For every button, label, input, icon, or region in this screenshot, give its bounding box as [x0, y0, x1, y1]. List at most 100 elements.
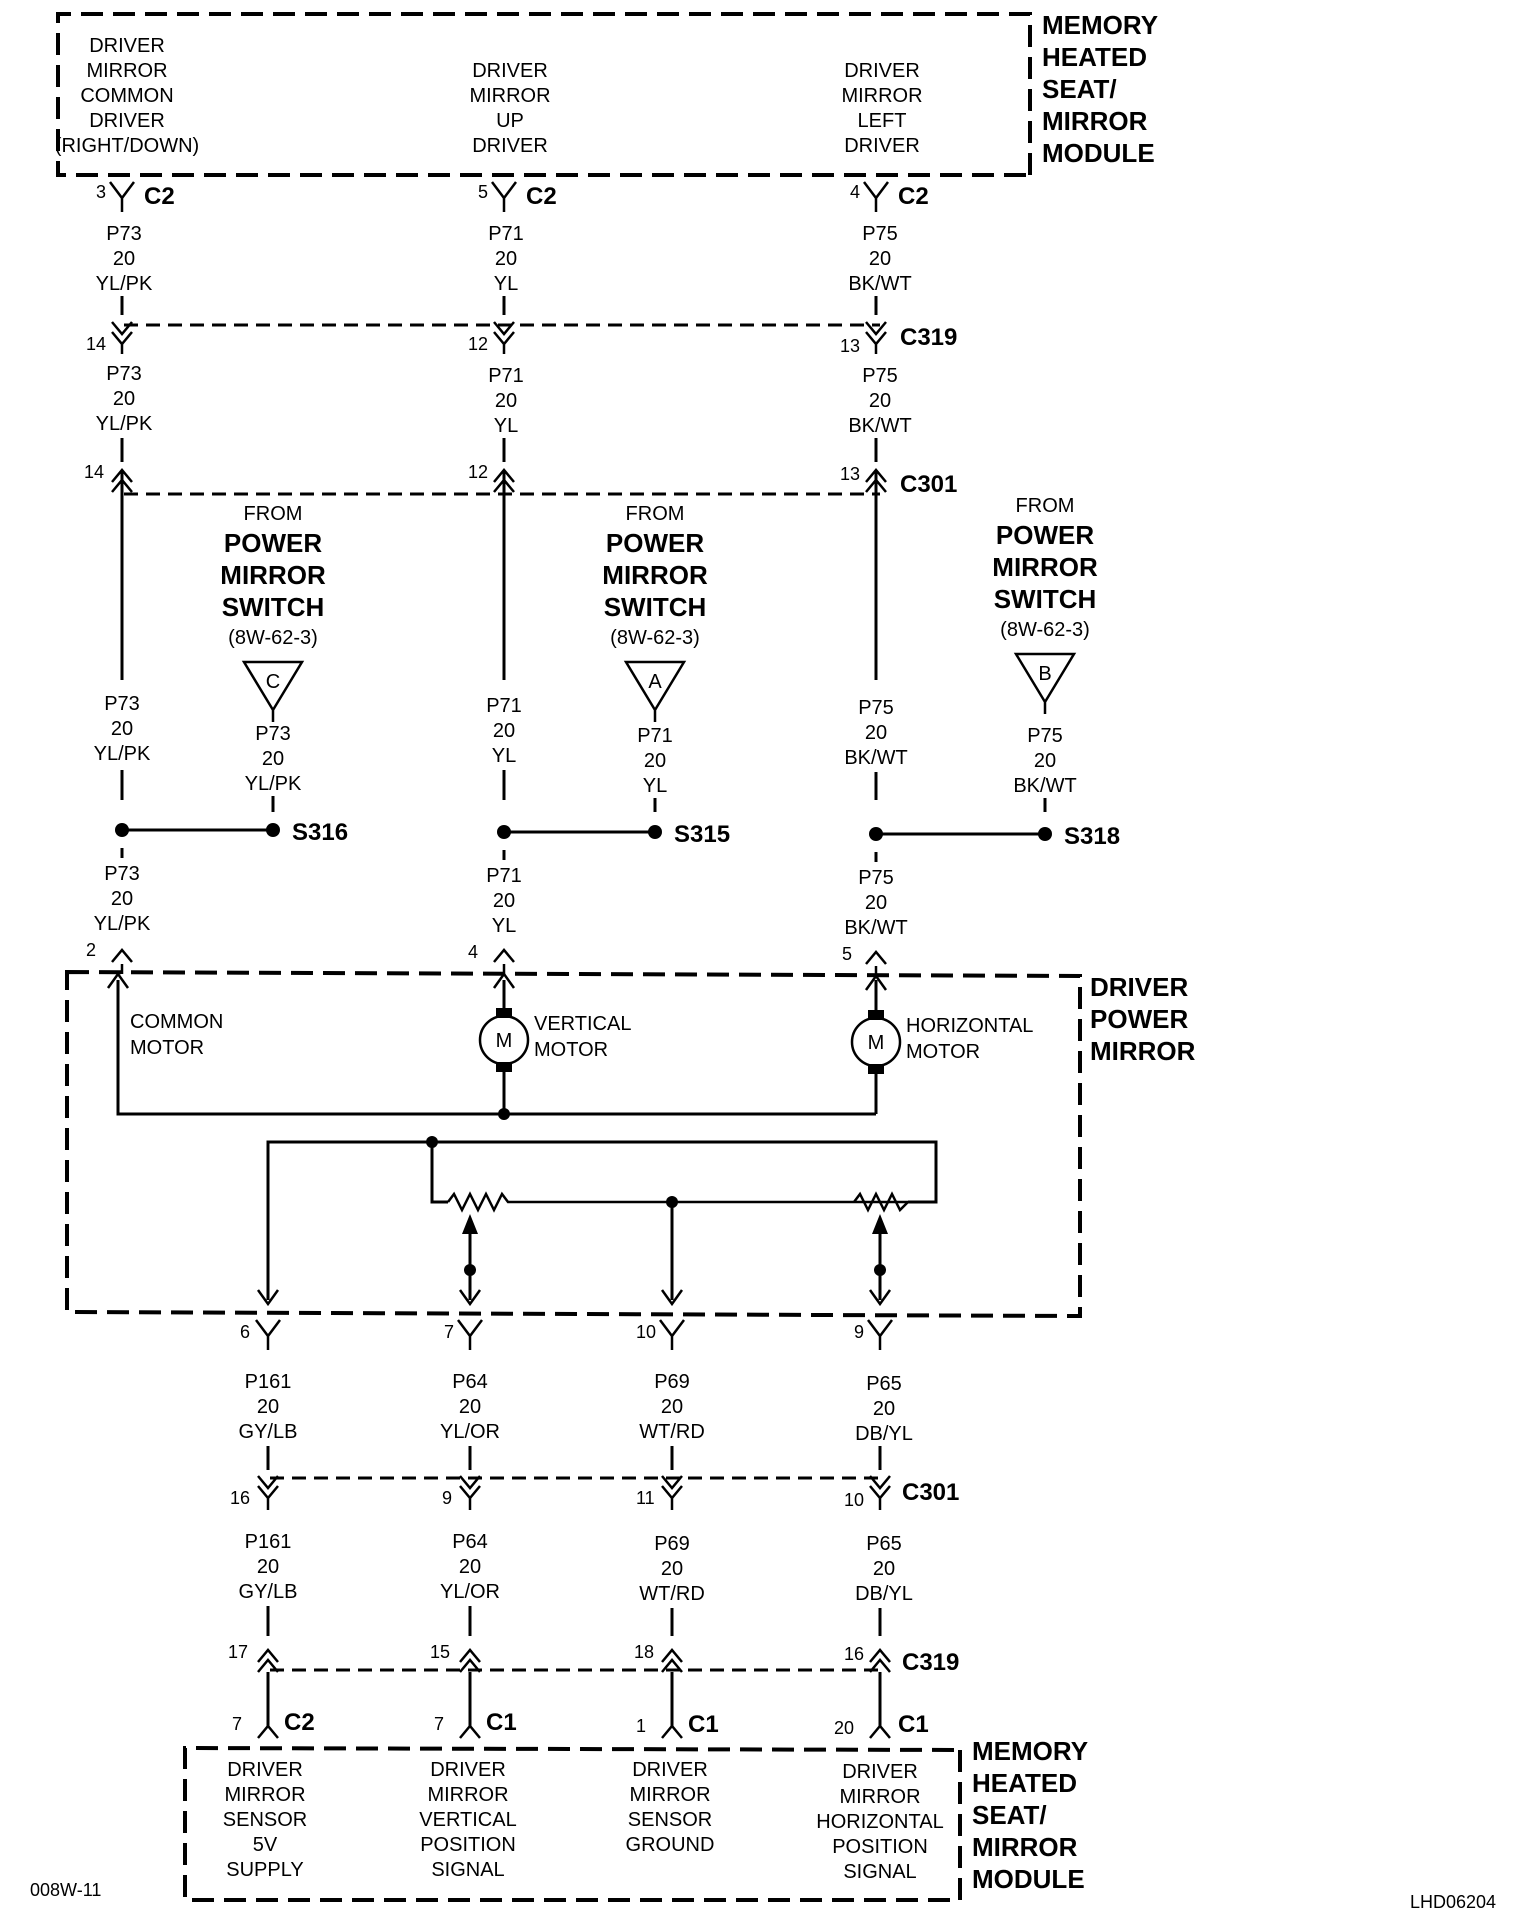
- wire-gauge: 20: [113, 388, 135, 410]
- connector-label: C1: [898, 1711, 929, 1738]
- wire-circuit: P73: [104, 693, 140, 715]
- common-motor-label: COMMON: [130, 1011, 223, 1033]
- pin-number: 3: [96, 182, 106, 202]
- pin-number: 6: [240, 1322, 250, 1342]
- wire-color: YL/PK: [245, 773, 302, 795]
- wire-circuit: P64: [452, 1371, 488, 1393]
- switch-ref-title: MIRROR: [992, 552, 1098, 582]
- wire-gauge: 20: [113, 248, 135, 270]
- top-module-title-line: MODULE: [1042, 138, 1155, 168]
- output-label: (RIGHT/DOWN): [55, 135, 199, 157]
- wire-gauge: 20: [869, 248, 891, 270]
- switch-ref-title: MIRROR: [602, 560, 708, 590]
- wire-gauge: 20: [865, 892, 887, 914]
- input-label: POSITION: [832, 1836, 928, 1858]
- wire-color: YL/PK: [94, 913, 151, 935]
- top-module-title-line: HEATED: [1042, 42, 1147, 72]
- splice-label: S318: [1064, 823, 1120, 850]
- input-label: DRIVER: [842, 1761, 918, 1783]
- mirror-bottom-terminals: [255, 1319, 893, 1350]
- wire-color: BK/WT: [844, 917, 907, 939]
- wire-color: GY/LB: [239, 1581, 298, 1603]
- reference-triangle-icon: [1013, 652, 1077, 714]
- input-label: MIRROR: [427, 1784, 508, 1806]
- output-label: MIRROR: [469, 85, 550, 107]
- switch-ref-title: SWITCH: [994, 584, 1097, 614]
- wire-circuit: P71: [486, 865, 522, 887]
- vertical-motor-label: MOTOR: [534, 1039, 608, 1061]
- mirror-box: [65, 969, 1082, 1319]
- pin-number: 14: [86, 334, 106, 354]
- bottom-module-title-line: MEMORY: [972, 1736, 1088, 1766]
- mid-wire-labels: P73 20 YL/PK P71 20 YL P75 20 BK/WT: [94, 693, 908, 769]
- pin-number: 5: [842, 944, 852, 964]
- switch-ref-title: POWER: [606, 528, 704, 558]
- c319-top: 14 12 13 C319: [86, 321, 957, 356]
- wire-color: WT/RD: [639, 1583, 705, 1605]
- wire-circuit: P75: [1027, 725, 1063, 747]
- wire-gauge: 20: [661, 1558, 683, 1580]
- input-label: SENSOR: [628, 1809, 712, 1831]
- driver-power-mirror: DRIVER POWER MIRROR 2 4 5 COMMON MOTOR M…: [65, 940, 1196, 1319]
- pin-number: 2: [86, 940, 96, 960]
- connector-label: C319: [902, 1649, 959, 1676]
- wire-color: DB/YL: [855, 1583, 913, 1605]
- switch-ref-c: FROM POWER MIRROR SWITCH (8W-62-3) C P73…: [220, 503, 326, 795]
- lower-wire-labels: P161 20 GY/LB P64 20 YL/OR P69 20 WT/RD …: [239, 1371, 913, 1445]
- wire-color: YL: [494, 273, 518, 295]
- reference-triangle-icon: [241, 660, 305, 722]
- wire-color: BK/WT: [848, 415, 911, 437]
- wire-gauge: 20: [865, 722, 887, 744]
- input-label: POSITION: [420, 1834, 516, 1856]
- upper-wire-labels: P73 20 YL/PK P71 20 YL P75 20 BK/WT: [96, 223, 912, 295]
- top-module-title-line: MIRROR: [1042, 106, 1148, 136]
- pin-number: 11: [636, 1488, 655, 1508]
- wire-circuit: P73: [106, 223, 142, 245]
- wire-circuit: P73: [106, 363, 142, 385]
- mirror-title-line: DRIVER: [1090, 972, 1188, 1002]
- wire-color: BK/WT: [1013, 775, 1076, 797]
- wire-color: DB/YL: [855, 1423, 913, 1445]
- input-label: DRIVER: [430, 1759, 506, 1781]
- wire-gauge: 20: [257, 1396, 279, 1418]
- output-label: DRIVER: [472, 60, 548, 82]
- wire-gauge: 20: [262, 748, 284, 770]
- wire-gauge: 20: [869, 390, 891, 412]
- splice-label: S315: [674, 821, 730, 848]
- wire-color: YL/OR: [440, 1581, 500, 1603]
- pin-number: 15: [430, 1642, 450, 1662]
- wire-circuit: P161: [245, 1531, 292, 1553]
- input-label: 5V: [253, 1834, 278, 1856]
- pin-number: 7: [444, 1322, 454, 1342]
- reference-letter: B: [1038, 663, 1051, 685]
- motor-symbol: M: [496, 1030, 513, 1052]
- output-label: MIRROR: [841, 85, 922, 107]
- wire-gauge: 20: [661, 1396, 683, 1418]
- connector-label: C319: [900, 324, 957, 351]
- potentiometer-icon: [853, 1191, 909, 1213]
- footer-right-code: LHD06204: [1410, 1892, 1496, 1910]
- wire-color: YL/PK: [96, 273, 153, 295]
- lower-wire-labels-2: P161 20 GY/LB P64 20 YL/OR P69 20 WT/RD …: [239, 1531, 913, 1605]
- switch-ref-title: SWITCH: [604, 592, 707, 622]
- wire-color: BK/WT: [844, 747, 907, 769]
- wire-color: YL/PK: [96, 413, 153, 435]
- wire-color: YL/OR: [440, 1421, 500, 1443]
- input-label: MIRROR: [839, 1786, 920, 1808]
- top-module-title-line: MEMORY: [1042, 10, 1158, 40]
- pin-number: 20: [834, 1718, 854, 1738]
- mirror-title-line: MIRROR: [1090, 1036, 1196, 1066]
- c301-bottom: 16 9 11 10 C301: [230, 1475, 959, 1510]
- wire-gauge: 20: [257, 1556, 279, 1578]
- wire-gauge: 20: [644, 750, 666, 772]
- input-label: MIRROR: [629, 1784, 710, 1806]
- horizontal-motor-label: HORIZONTAL: [906, 1015, 1033, 1037]
- output-label: LEFT: [858, 110, 907, 132]
- top-module: MEMORY HEATED SEAT/ MIRROR MODULE DRIVER…: [55, 10, 1158, 210]
- wire-circuit: P75: [862, 365, 898, 387]
- switch-ref-title: MIRROR: [220, 560, 326, 590]
- connector-label: C1: [688, 1711, 719, 1738]
- pin-number: 18: [634, 1642, 654, 1662]
- output-label: DRIVER: [844, 60, 920, 82]
